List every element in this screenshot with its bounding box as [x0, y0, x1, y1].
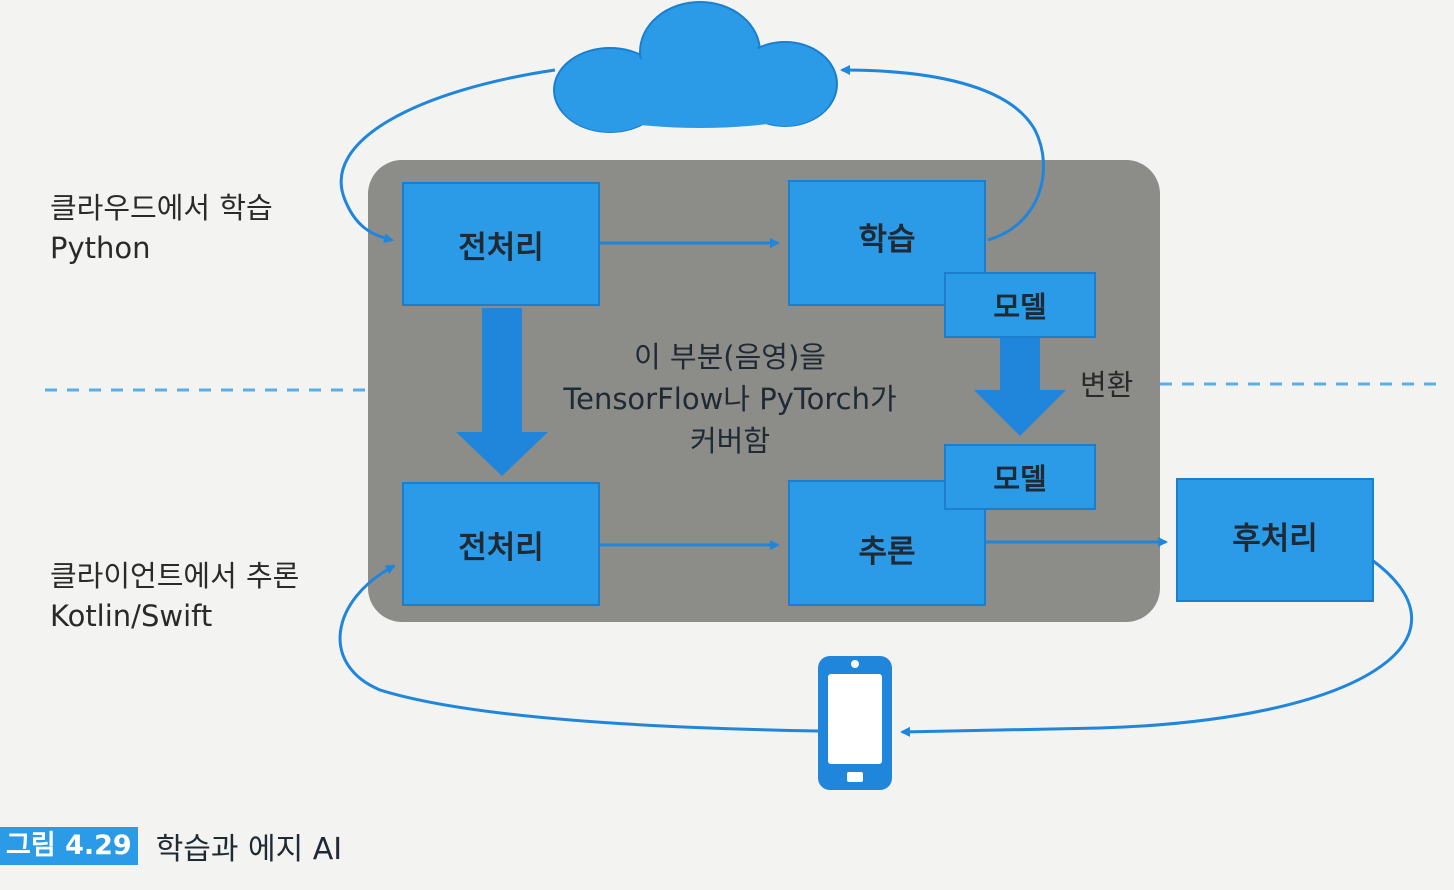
model-convert-arrow — [974, 338, 1066, 436]
coverage-note-line1: 이 부분(음영)을 — [634, 340, 826, 374]
coverage-note-line3: 커버함 — [689, 424, 771, 458]
cloud-language-text: Python — [50, 231, 151, 265]
framework-coverage-note: 이 부분(음영)을 TensorFlow나 PyTorch가 커버함 — [530, 336, 930, 462]
preprocess-top-label: 전처리 — [458, 229, 544, 266]
cloud-to-preprocess-arrow — [339, 68, 556, 244]
inference-box: 추론 — [788, 480, 986, 606]
training-to-cloud-arrow — [840, 65, 1045, 242]
cloud-training-label: 클라우드에서 학습 Python — [50, 188, 273, 268]
smartphone-icon — [818, 656, 892, 790]
cloud-training-text: 클라우드에서 학습 — [50, 191, 273, 225]
inference-label: 추론 — [858, 533, 916, 570]
preprocess-bottom-label: 전처리 — [458, 529, 544, 566]
training-label: 학습 — [858, 221, 916, 258]
client-language-text: Kotlin/Swift — [50, 599, 213, 633]
figure-title: 학습과 에지 AI — [155, 832, 343, 867]
preprocess-bottom-box: 전처리 — [402, 482, 600, 606]
convert-label: 변환 — [1080, 368, 1134, 402]
model-top-box: 모델 — [944, 272, 1096, 338]
postprocess-label: 후처리 — [1232, 520, 1318, 557]
figure-number: 그림 4.29 — [0, 827, 138, 865]
client-inference-text: 클라이언트에서 추론 — [50, 559, 300, 593]
preprocess-down-arrow — [456, 308, 548, 476]
preprocess-top-box: 전처리 — [402, 182, 600, 306]
figure-caption: 그림 4.29 학습과 에지 AI — [0, 826, 343, 867]
model-bottom-label: 모델 — [993, 462, 1047, 496]
phone-to-preprocess-arrow — [338, 564, 819, 733]
model-bottom-box: 모델 — [944, 444, 1096, 510]
client-inference-label: 클라이언트에서 추론 Kotlin/Swift — [50, 556, 299, 636]
postprocess-to-phone-arrow — [900, 558, 1414, 737]
cloud-icon — [553, 1, 838, 133]
model-top-label: 모델 — [993, 290, 1047, 324]
coverage-note-line2: TensorFlow나 PyTorch가 — [563, 382, 897, 416]
postprocess-box: 후처리 — [1176, 478, 1374, 602]
